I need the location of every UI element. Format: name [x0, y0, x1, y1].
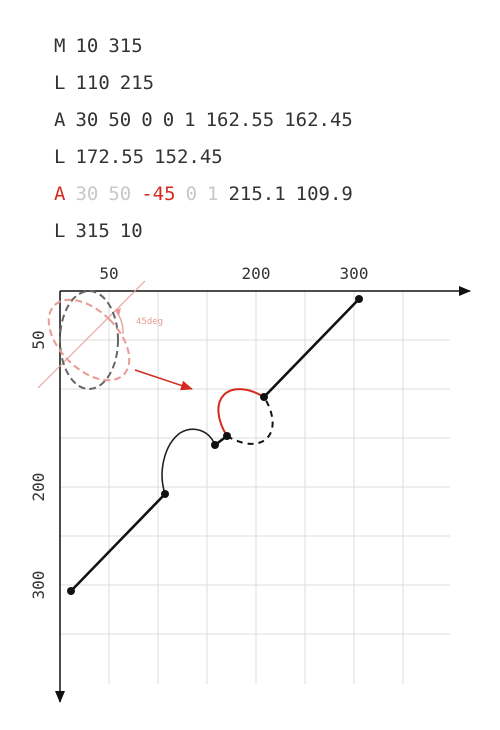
command-parameter: 50: [108, 183, 132, 205]
svg-path-shape: [70, 298, 360, 592]
y-tick-label: 200: [29, 473, 48, 502]
command-parameter: -45: [141, 183, 176, 205]
grid: [60, 291, 450, 684]
command-parameter: 162.55: [205, 109, 275, 131]
command-parameter: 315: [75, 220, 110, 242]
command-parameter: 10: [75, 35, 99, 57]
command-parameter: 110: [75, 72, 110, 94]
path-command-line: L 110 215: [54, 65, 353, 102]
rotation-illustration: 45deg: [37, 280, 163, 390]
command-letter: L: [54, 220, 66, 242]
segment-arc-1: [161, 428, 216, 495]
segment-arc-rotated: [217, 388, 265, 437]
command-parameter: 0: [162, 109, 175, 131]
path-vertices: [67, 295, 363, 595]
command-parameter: 1: [207, 183, 219, 205]
command-letter: M: [54, 35, 66, 57]
command-letter: L: [54, 72, 66, 94]
arc-ellipse-remainder: [226, 396, 274, 445]
command-parameter: 315: [108, 35, 143, 57]
angle-arrowhead: [115, 308, 121, 316]
original-ellipse: [59, 290, 119, 390]
rotated-ellipse: [47, 298, 131, 382]
rotation-guide-line: [37, 280, 146, 389]
command-parameter: 30: [75, 183, 99, 205]
segment-line-1: [70, 493, 166, 592]
x-tick-label: 200: [242, 264, 271, 283]
y-tick-label: 300: [29, 571, 48, 600]
vertex-point: [67, 587, 75, 595]
command-parameter: 172.55: [75, 146, 145, 168]
x-tick-label: 300: [340, 264, 369, 283]
command-parameter: 10: [119, 220, 143, 242]
command-parameter: 1: [184, 109, 196, 131]
y-tick-label: 50: [29, 330, 48, 349]
vertex-point: [161, 490, 169, 498]
command-letter: A: [54, 109, 66, 131]
vertex-point: [211, 441, 219, 449]
angle-label: 45deg: [136, 317, 163, 327]
vertex-point: [260, 393, 268, 401]
vertex-point: [355, 295, 363, 303]
command-letter: A: [54, 183, 66, 205]
command-parameter: 0: [141, 109, 153, 131]
command-parameter: 50: [108, 109, 132, 131]
command-parameter: 0: [185, 183, 198, 205]
command-parameter: 215.1: [228, 183, 286, 205]
x-axis-ticks: 50 200 300: [99, 264, 368, 283]
command-parameter: 215: [119, 72, 155, 94]
command-parameter: 109.9: [295, 183, 353, 205]
path-command-line: L 172.55 152.45: [54, 139, 353, 176]
command-parameter: 30: [75, 109, 99, 131]
segment-line-3: [263, 298, 360, 398]
mapping-arrow: [134, 369, 193, 391]
command-letter: L: [54, 146, 66, 168]
path-command-line: M 10 315: [54, 28, 353, 65]
vertex-point: [223, 432, 231, 440]
command-parameter: 152.45: [154, 146, 223, 168]
y-axis-ticks: 50 200 300: [29, 330, 48, 599]
x-tick-label: 50: [99, 264, 118, 283]
command-parameter: 162.45: [284, 109, 353, 131]
path-command-line: L 315 10: [54, 213, 353, 250]
